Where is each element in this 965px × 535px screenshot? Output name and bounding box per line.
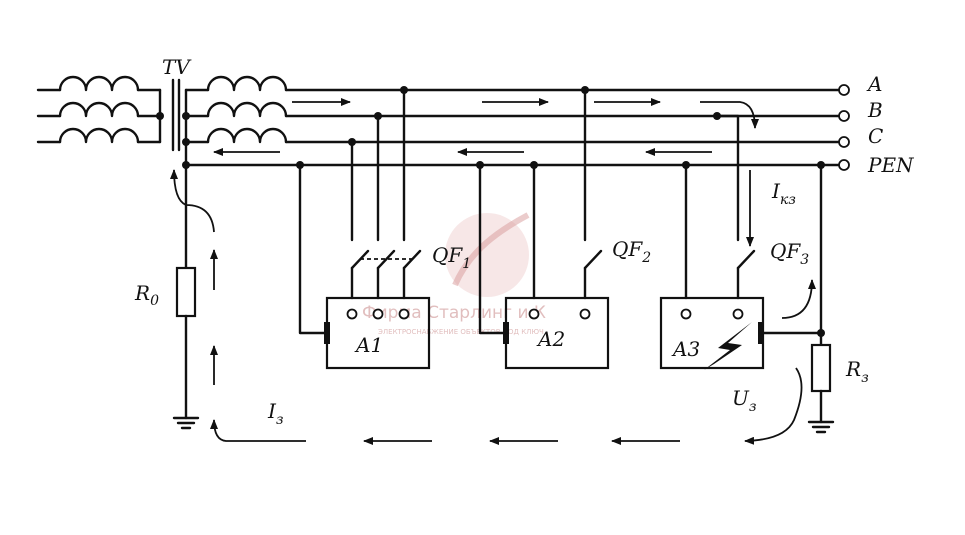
breaker-qf3-blade: [736, 249, 756, 270]
rz-label: Rз: [845, 357, 869, 386]
phase-b-label: B: [867, 98, 883, 122]
resistor-r0: [175, 266, 197, 318]
resistor-rz: [810, 343, 832, 393]
qf1-label: QF1: [432, 243, 471, 272]
breaker-qf1-blade2: [376, 249, 396, 270]
leak-arrow: [781, 279, 816, 319]
return-current-arrows: [170, 169, 803, 445]
a3-branch: [659, 112, 823, 370]
phase-pen-label: PEN: [867, 153, 915, 177]
transformer-core: [171, 78, 181, 152]
rz-branch: [807, 161, 835, 434]
iz-label: Iз: [267, 399, 284, 428]
breaker-qf2-blade: [583, 249, 603, 270]
a2-branch: [476, 86, 610, 370]
uz-label: Uз: [732, 386, 757, 415]
transformer-label: TV: [162, 55, 192, 79]
r0-branch: [172, 161, 200, 430]
r0-label: R0: [134, 281, 159, 309]
watermark-line2: ЭЛЕКТРОСНАБЖЕНИЕ ОБЪЕКТОВ ПОД КЛЮЧ: [378, 328, 544, 336]
transformer-secondary: [182, 75, 288, 167]
a3-label: A3: [671, 337, 700, 361]
phase-c-label: C: [868, 124, 883, 148]
watermark: Фирма Старлинг и К ЭЛЕКТРОСНАБЖЕНИЕ ОБЪЕ…: [362, 212, 546, 336]
qf3-label: QF3: [770, 239, 809, 268]
transformer-primary: [36, 75, 164, 144]
bus-flow-arrows: [213, 98, 759, 156]
qf2-label: QF2: [612, 237, 651, 266]
ikz-label: Iкз: [771, 179, 796, 208]
terminals: [838, 84, 850, 171]
phase-a-label: A: [866, 72, 882, 96]
a1-branch: [296, 86, 431, 370]
watermark-line1: Фирма Старлинг и К: [362, 303, 546, 323]
fault-lightning-icon: [704, 322, 752, 370]
a1-label: A1: [354, 333, 383, 357]
a2-label: A2: [536, 327, 565, 351]
watermark-logo: [445, 213, 529, 297]
